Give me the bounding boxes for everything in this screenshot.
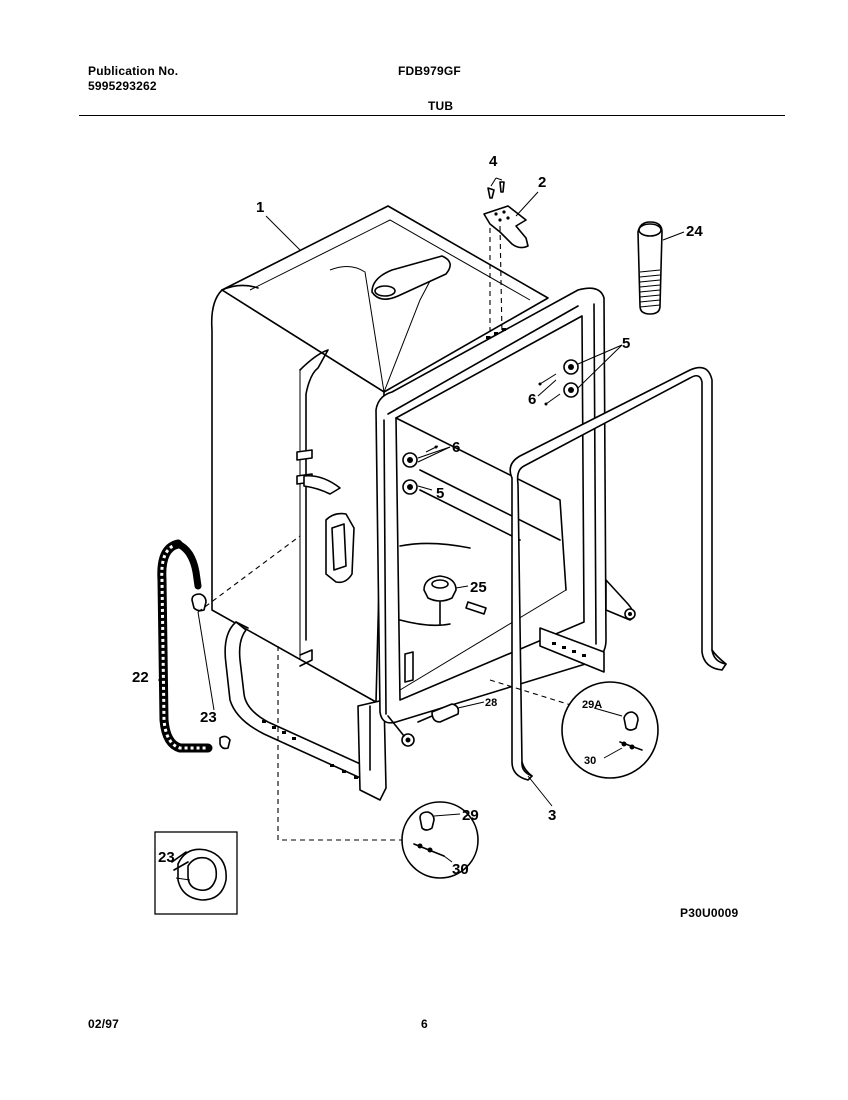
callout-29: 29 [462, 807, 479, 824]
tub-front-frame [375, 287, 636, 747]
vent-tube [637, 221, 685, 315]
callout-25: 25 [470, 579, 487, 596]
callout-30-alt: 30 [584, 755, 596, 767]
callout-29a: 29A [582, 699, 602, 711]
callout-2: 2 [538, 174, 546, 191]
callout-6-lower: 6 [452, 439, 460, 456]
drain-hose [157, 539, 213, 753]
detail-circle-left [401, 801, 479, 879]
callout-28: 28 [485, 697, 497, 709]
callout-24: 24 [686, 223, 703, 240]
callout-23: 23 [200, 709, 217, 726]
page-number: 6 [421, 1017, 428, 1031]
drawing-code: P30U0009 [680, 906, 739, 920]
section-title: TUB [428, 99, 454, 113]
callout-3: 3 [548, 807, 556, 824]
callout-30: 30 [452, 861, 469, 878]
callout-5-upper: 5 [622, 335, 630, 352]
publication-number: 5995293262 [88, 79, 157, 93]
callout-23-detail: 23 [158, 849, 175, 866]
float-switch [423, 575, 487, 625]
tub-body [210, 205, 549, 801]
footer-date: 02/97 [88, 1017, 120, 1031]
callout-6-upper: 6 [528, 391, 536, 408]
model-number: FDB979GF [398, 64, 461, 78]
door-gasket [509, 366, 727, 807]
clamp-detail-box [154, 831, 238, 915]
callout-5-lower: 5 [436, 485, 444, 502]
callout-4: 4 [489, 153, 498, 170]
top-bracket [483, 205, 529, 249]
top-screws [487, 177, 505, 199]
callout-22: 22 [132, 669, 149, 686]
hose-clamp [191, 593, 231, 750]
part-28-connector [417, 701, 485, 723]
right-nuts-and-bolts [537, 344, 623, 406]
detail-circle-right [561, 681, 659, 779]
callout-1: 1 [256, 199, 264, 216]
publication-label: Publication No. [88, 64, 179, 78]
left-nuts-and-bolts [402, 445, 451, 495]
header-rule [79, 115, 785, 116]
